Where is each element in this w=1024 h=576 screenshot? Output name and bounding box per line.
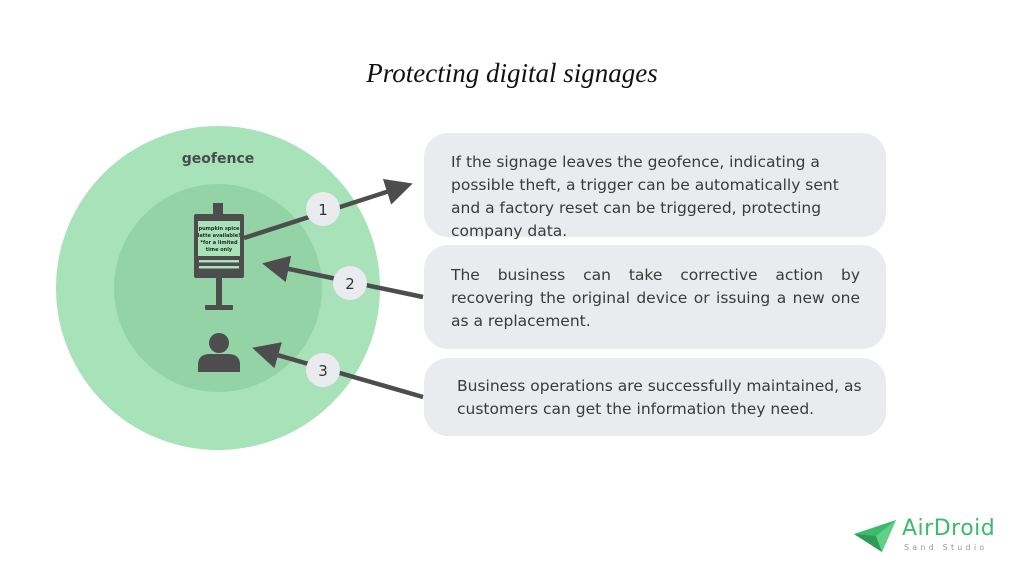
sign-text-line-2: latte available!	[198, 233, 241, 239]
step-badge-3: 3	[306, 353, 340, 387]
airdroid-logo-icon	[854, 520, 896, 552]
step-card-2: The business can take corrective action …	[424, 245, 886, 349]
step-badge-1: 1	[306, 192, 340, 226]
step-number-2: 2	[345, 275, 355, 293]
step-number-1: 1	[318, 201, 328, 219]
step-number-3: 3	[318, 362, 328, 380]
airdroid-logo: AirDroid Sand Studio	[852, 516, 1012, 556]
step-card-3: Business operations are successfully mai…	[424, 358, 886, 436]
page-title: Protecting digital signages	[366, 58, 658, 88]
geofence-label: geofence	[182, 151, 254, 167]
step-card-1: If the signage leaves the geofence, indi…	[424, 133, 886, 240]
sign-text-line-4: time only	[206, 247, 233, 253]
signage-icon: pumpkin spice latte available! *for a li…	[194, 203, 244, 310]
person-icon	[198, 333, 240, 372]
logo-wordmark: AirDroid	[902, 516, 996, 541]
step-badge-2: 2	[333, 266, 367, 300]
logo-tagline: Sand Studio	[904, 543, 988, 552]
sign-text-line-3: *for a limited	[200, 240, 238, 246]
arrow-3-icon	[252, 342, 424, 400]
sign-text-line-1: pumpkin spice	[199, 226, 241, 232]
